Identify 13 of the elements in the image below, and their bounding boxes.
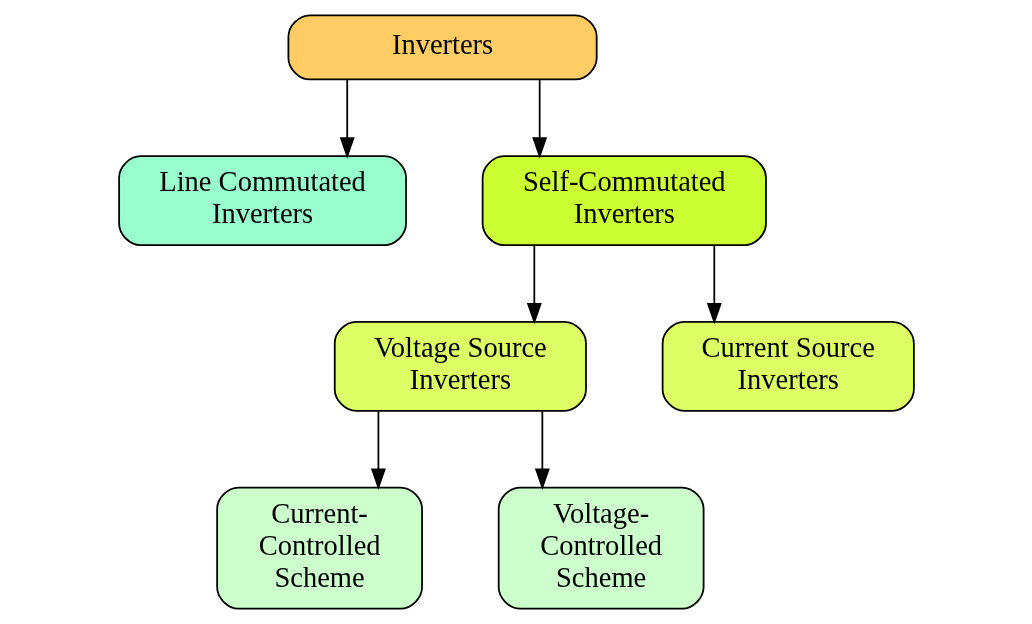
node-box: Current Source Inverters (661, 320, 915, 412)
node-box: Voltage Source Inverters (333, 320, 587, 412)
node-box: Voltage-Controlled Scheme (497, 486, 704, 610)
arrow (370, 410, 386, 490)
arrow (526, 245, 542, 325)
arrow (531, 79, 547, 159)
node-box: Current-Controlled Scheme (215, 486, 423, 610)
node-box: Line Commutated Inverters (117, 155, 407, 247)
node-box: Self-Commutated Inverters (481, 155, 767, 247)
arrow (339, 79, 355, 159)
arrow (534, 410, 550, 490)
arrow (706, 245, 722, 325)
node-box: Inverters (287, 14, 598, 81)
